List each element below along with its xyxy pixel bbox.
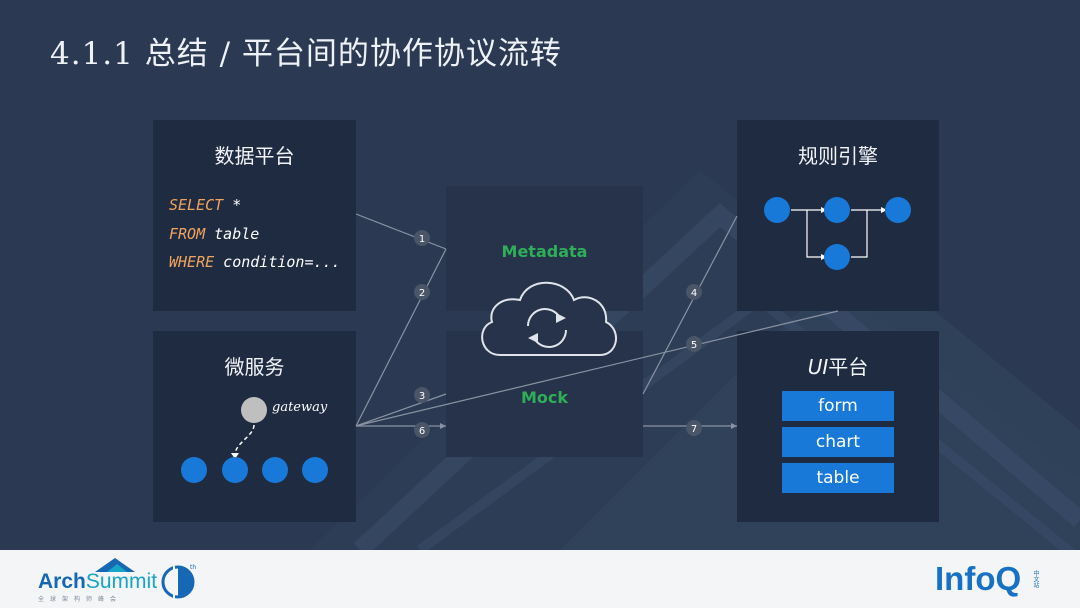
metadata-label: Metadata [501, 242, 588, 261]
arch-subtitle: 全球架构师峰会 [38, 596, 123, 603]
rule-engine-diagram [764, 197, 911, 270]
service-node [262, 457, 288, 483]
slide-title: 4.1.1 总结 / 平台间的协作协议流转 [50, 36, 562, 72]
sql-line-select: SELECT * [169, 196, 241, 214]
sql-line-where: WHERE condition=... [169, 253, 341, 271]
arch-logo-part1: Arch [38, 570, 86, 593]
footer-bar: ArchSummit 全球架构师峰会 th InfoQ 中文站 [0, 550, 1080, 608]
mountain-icon [95, 558, 135, 572]
rule-engine-panel: 规则引擎 [737, 120, 939, 311]
ui-platform-panel: UI平台 form chart table [737, 331, 939, 522]
metadata-panel: Metadata [446, 186, 643, 311]
infoq-logo: InfoQ [935, 560, 1022, 597]
service-node [302, 457, 328, 483]
gateway-label: gateway [272, 400, 328, 415]
microservice-diagram [181, 397, 328, 483]
sql-rest: * [223, 196, 242, 214]
anniversary-badge-icon [161, 565, 195, 599]
sql-rest: table [205, 225, 260, 243]
arch-logo-part2: Summit [85, 570, 158, 593]
microservice-title: 微服务 [224, 355, 285, 379]
ui-item-chart: chart [782, 427, 894, 457]
rule-node [824, 244, 850, 270]
sql-keyword: WHERE [169, 253, 215, 271]
ui-item-form: form [782, 391, 894, 421]
rule-node [885, 197, 911, 223]
service-node [181, 457, 207, 483]
gateway-link-arrow [231, 453, 239, 459]
ui-title-suffix: 平台 [828, 355, 869, 379]
mock-label: Mock [520, 388, 569, 407]
arch-badge-label: th [190, 564, 197, 571]
infoq-sub: 中文站 [1032, 570, 1039, 588]
data-platform-panel: 数据平台 SELECT * FROM table WHERE condition… [153, 120, 356, 311]
gateway-node [241, 397, 267, 423]
sql-keyword: SELECT [169, 196, 224, 214]
rule-node [764, 197, 790, 223]
sql-line-from: FROM table [169, 225, 259, 243]
microservice-panel: 微服务 gateway [153, 331, 356, 522]
ui-item-table: table [782, 463, 894, 493]
gateway-link [234, 424, 255, 456]
rule-node [824, 197, 850, 223]
ui-title-prefix: UI [807, 355, 829, 379]
sql-keyword: FROM [169, 225, 206, 243]
service-node [222, 457, 248, 483]
data-platform-title: 数据平台 [214, 144, 295, 168]
archsummit-logo: ArchSummit [38, 570, 157, 594]
sql-rest: condition=... [214, 253, 341, 271]
rule-engine-title: 规则引擎 [798, 144, 878, 168]
mock-panel: Mock [446, 331, 643, 457]
ui-platform-title: UI平台 [737, 351, 939, 380]
